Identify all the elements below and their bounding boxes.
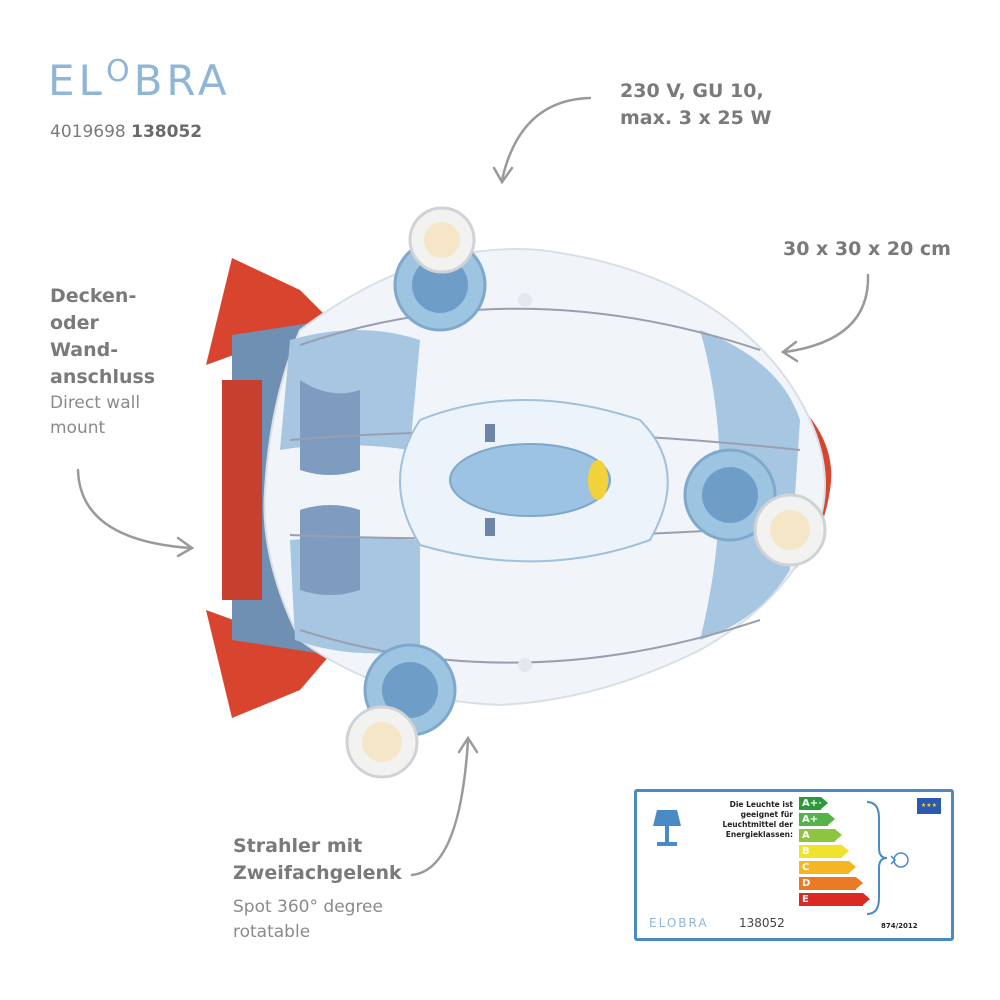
energy-class-label: E <box>802 894 809 905</box>
eu-flag-icon: ★★★ <box>917 798 941 814</box>
energy-class-bar: D <box>799 877 863 890</box>
dimensions-spec: 30 x 30 x 20 cm <box>783 238 951 260</box>
spotlight-right <box>683 448 827 567</box>
article-number: 4019698 138052 <box>50 122 203 142</box>
spotlight-bottom <box>345 643 457 779</box>
energy-class-label: A+ <box>802 814 819 825</box>
energy-label-regulation: 874/2012 <box>881 922 918 930</box>
energy-label-code: 138052 <box>739 916 785 930</box>
energy-class-label: A <box>802 830 810 841</box>
energy-class-label: C <box>802 862 810 873</box>
energy-class-bar: C <box>799 861 856 874</box>
mini-rocket <box>449 443 611 517</box>
energy-class-label: A++ <box>802 798 827 809</box>
energy-class-bar: A <box>799 829 842 842</box>
energy-label-text: Die Leuchte ist geeignet für Leuchtmitte… <box>722 800 793 839</box>
energy-class-bar: E <box>799 893 870 906</box>
mount-spec: Decken- oder Wand- anschluss Direct wall… <box>50 285 156 438</box>
energy-class-label: D <box>802 878 811 889</box>
energy-class-label: B <box>802 846 810 857</box>
lamp-icon <box>653 810 681 846</box>
energy-class-bar: A+ <box>799 813 835 826</box>
energy-label: Die Leuchte ist geeignet für Leuchtmitte… <box>634 789 954 941</box>
bracket-icon <box>866 801 909 915</box>
spotlight-spec: Strahler mit Zweifachgelenk Spot 360° de… <box>233 835 402 942</box>
spotlight-top <box>393 206 487 332</box>
energy-class-bar: B <box>799 845 849 858</box>
voltage-spec: 230 V, GU 10, max. 3 x 25 W <box>620 80 772 129</box>
energy-label-brand: ELOBRA <box>649 916 709 930</box>
energy-class-bar: A++ <box>799 797 828 810</box>
brand-logo: ELOBRA <box>48 54 231 105</box>
